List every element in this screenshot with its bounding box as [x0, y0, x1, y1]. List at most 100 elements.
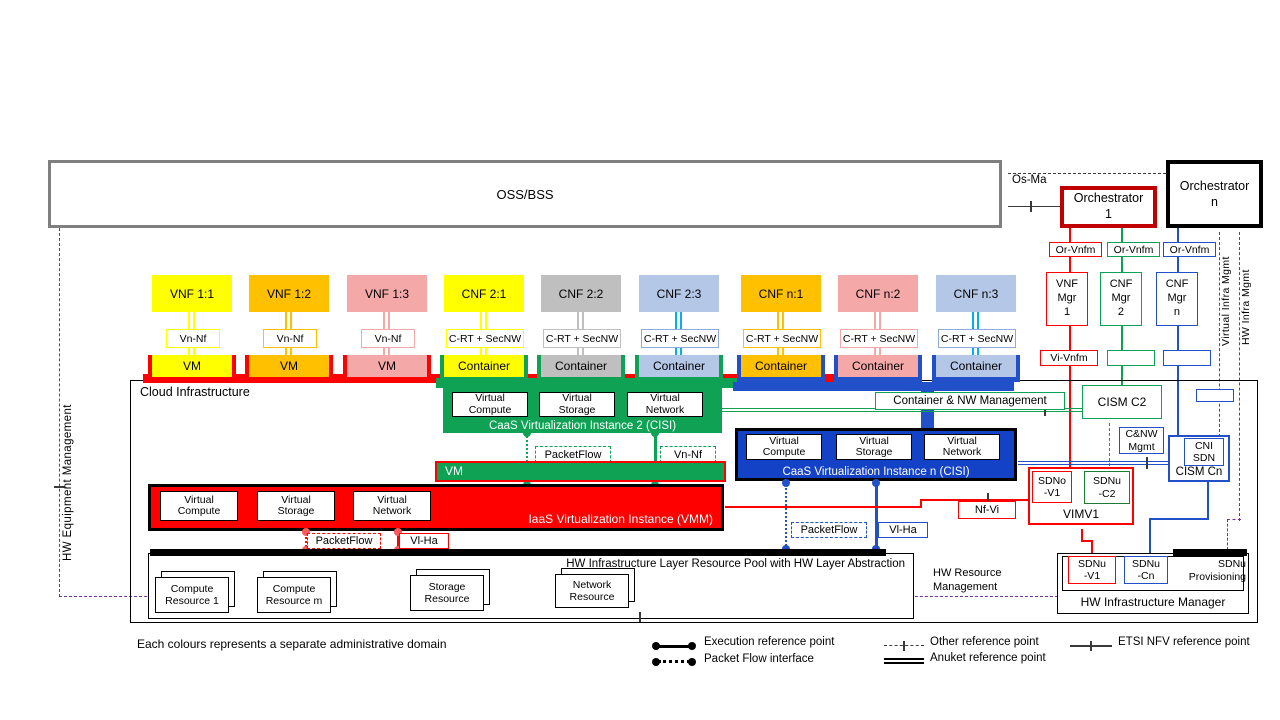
hw-abstraction-execution-bar	[150, 549, 886, 556]
vim-sdnu-elbow-v1	[1081, 529, 1084, 542]
vn-nf-ref-box: Vn-Nf	[361, 329, 415, 348]
hw-infra-mgmt-label: HW Infra Mgmt	[1240, 269, 1252, 346]
hw-equipment-mgmt-label: HW Equipment Management	[62, 404, 74, 561]
container-nw-etsi-tick	[1044, 404, 1046, 416]
iaas-vlha-line	[397, 532, 400, 551]
packetflow-legend-label: Packet Flow interface	[704, 653, 814, 665]
caasn-vlha-label: Vl-Ha	[878, 522, 928, 538]
hw-resource-mgmt-label: HW Resource Management	[933, 567, 1002, 594]
hw-infra-mgmt-dashed-elbow-v	[1227, 519, 1228, 550]
nf-column-cnf-2-1: CNF 2:1 Container C-RT + SecNW	[440, 275, 528, 385]
hw-infra-mgmt-dashed-line	[1239, 232, 1240, 521]
cnf-box: CNF n:1	[741, 275, 821, 312]
or-vnfm-red-box: Or-Vnfm	[1049, 242, 1102, 257]
network-resource: Network Resource	[555, 574, 629, 608]
caas2-virtual-network: Virtual Network	[627, 392, 703, 417]
nf-vi-line-right	[920, 499, 1028, 501]
cism-c2-box: CISM C2	[1082, 385, 1162, 419]
orchestrator-n-box: Orchestrator n	[1166, 160, 1263, 228]
iaas-virtual-network: Virtual Network	[353, 491, 431, 521]
other-ref-legend-label: Other reference point	[930, 636, 1039, 648]
hw-infra-mgmt-dashed-elbow-h	[1227, 519, 1241, 520]
caasn-box: Virtual Compute Virtual Storage Virtual …	[735, 428, 1017, 481]
nf-column-cnf-n-2: CNF n:2 Container C-RT + SecNW	[834, 275, 922, 385]
nf-vi-label: Nf-Vi	[958, 501, 1016, 519]
sdnu-cn-box: SDNu -Cn	[1124, 556, 1168, 584]
oss-bss-label: OSS/BSS	[496, 186, 554, 202]
oss-orchn-dashed-line	[1008, 173, 1166, 174]
cloud-infrastructure-label: Cloud Infrastructure	[140, 385, 250, 399]
container-box: Container	[741, 355, 821, 377]
caasn-virtual-storage: Virtual Storage	[836, 434, 912, 460]
os-ma-label: Os-Ma	[1012, 174, 1047, 186]
hw-equipment-mgmt-dashed-line	[59, 228, 60, 597]
caasn-virtual-compute: Virtual Compute	[746, 434, 822, 460]
cnw-etsi-tick	[1146, 457, 1148, 469]
virtual-infra-mgmt-label: Virtual Infra Mgmt	[1220, 256, 1232, 346]
cism2-sdnu-dashed-line	[1109, 423, 1110, 471]
etsi-legend-label: ETSI NFV reference point	[1118, 636, 1250, 648]
container-box: Container	[541, 355, 621, 377]
execution-dot	[872, 479, 880, 487]
caas2-green-tray-bar	[436, 378, 737, 388]
container-box: Container	[444, 355, 524, 377]
nf-column-cnf-n-3: CNF n:3 Container C-RT + SecNW	[932, 275, 1020, 385]
oss-bss-box: OSS/BSS	[48, 160, 1002, 228]
container-box: Container	[936, 355, 1016, 377]
caasn-title: CaaS Virtualization Instance n (CISI)	[782, 466, 970, 478]
cnf-box: CNF n:3	[936, 275, 1016, 312]
caasn-virtual-network: Virtual Network	[924, 434, 1000, 460]
vi-vnfm-box: Vi-Vnfm	[1040, 350, 1098, 366]
etsi-legend-icon	[1070, 641, 1112, 651]
execution-dot	[651, 429, 659, 437]
orchestrator-1-box: Orchestrator 1	[1060, 186, 1157, 228]
execution-dot	[523, 429, 531, 437]
storage-resource: Storage Resource	[410, 575, 484, 611]
execution-dot	[782, 479, 790, 487]
nf-column-cnf-2-2: CNF 2:2 Container C-RT + SecNW	[537, 275, 625, 385]
caas2-title: CaaS Virtualization Instance 2 (CISI)	[488, 420, 677, 432]
cismcn-sdnu-elbow-v1	[1207, 482, 1210, 520]
hw-pool-title: HW Infrastructure Layer Resource Pool wi…	[566, 558, 905, 570]
nf-vi-line-left	[725, 506, 922, 508]
caasn-packetflow-label: PacketFlow	[791, 522, 867, 538]
iaas-title: IaaS Virtualization Instance (VMM)	[528, 512, 713, 526]
empty-ref-box-green	[1107, 350, 1155, 366]
vn-nf-ref-box: Vn-Nf	[263, 329, 317, 348]
execution-legend-label: Execution reference point	[704, 636, 835, 648]
pool-bottom-etsi-tick	[639, 612, 641, 622]
empty-ref-box-blue-small	[1196, 389, 1234, 402]
virtual-infra-mgmt-dashed-line	[1219, 232, 1220, 437]
vim-sdnu-elbow-v2	[1091, 540, 1094, 554]
vnf-box: VNF 1:1	[152, 275, 232, 312]
caas2-vnnf-line	[654, 433, 657, 486]
compute-resource-m: Compute Resource m	[257, 577, 331, 613]
vm-box: VM	[347, 355, 427, 377]
caasn-vlha-line	[875, 483, 878, 550]
iaas-packetflow-label: PacketFlow	[307, 533, 381, 549]
sdnu-v1-box: SDNu -V1	[1068, 556, 1116, 584]
container-box: Container	[838, 355, 918, 377]
execution-legend-icon	[652, 641, 696, 651]
cnf-mgr-2-box: CNF Mgr 2	[1100, 272, 1142, 326]
cnf-mgr-n-box: CNF Mgr n	[1156, 272, 1198, 326]
cnw-anuket-line	[1018, 461, 1168, 465]
or-vnfm-green-box: Or-Vnfm	[1107, 242, 1160, 257]
sdno-v1-box: SDNo -V1	[1032, 471, 1072, 503]
cnf-box: CNF 2:3	[639, 275, 719, 312]
anuket-legend-icon	[884, 658, 924, 664]
caasn-blue-tray-bar	[733, 382, 1014, 391]
container-box: Container	[639, 355, 719, 377]
os-ma-etsi-tick	[1030, 201, 1032, 212]
c-rt-secnw-ref-box: C-RT + SecNW	[543, 329, 621, 348]
vimv1-label: VIMV1	[1062, 507, 1099, 521]
sdnu-c2-box: SDNu -C2	[1084, 471, 1130, 504]
nf-column-cnf-n-1: CNF n:1 Container C-RT + SecNW	[737, 275, 825, 385]
packetflow-legend-icon	[652, 657, 696, 667]
vnf-box: VNF 1:3	[347, 275, 427, 312]
caas2-virtual-compute: Virtual Compute	[452, 392, 528, 417]
or-vnfm-blue-box: Or-Vnfm	[1163, 242, 1216, 257]
vm-box: VM	[249, 355, 329, 377]
caas2-packetflow-dotted-line	[526, 433, 528, 486]
